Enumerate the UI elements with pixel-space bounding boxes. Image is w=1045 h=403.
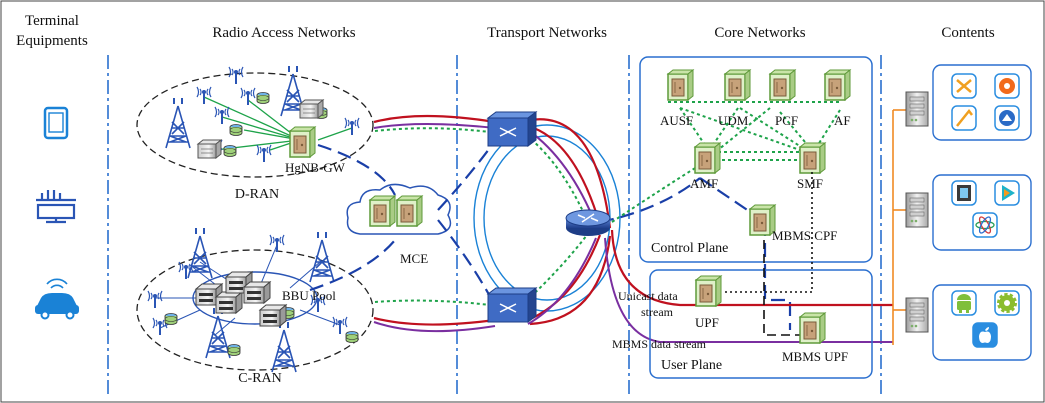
cabinet-icon: [197, 139, 222, 159]
udm-label: UDM: [718, 113, 749, 128]
control-signalling-dotted-links: [374, 101, 841, 306]
x-app-icon: [951, 73, 977, 99]
hgnb-gw-icon: [289, 126, 316, 158]
core-router-icon: [565, 209, 611, 237]
antenna-icon: [256, 144, 272, 163]
disk-icon: [256, 92, 270, 104]
column-terminal-line2: Equipments: [16, 33, 88, 49]
bbu-icon: [259, 304, 287, 327]
smf-label: SMF: [797, 176, 823, 191]
tower-icon: [309, 231, 335, 283]
smart-meter-icon: [36, 190, 76, 224]
amf-icon: [694, 142, 721, 174]
user-plane-box: [649, 269, 873, 379]
gear-app-icon: [994, 290, 1020, 316]
unicast-stream-label-line1: Unicast data: [618, 289, 678, 303]
antenna-icon: [228, 66, 244, 85]
disk-icon: [229, 124, 243, 136]
udm-icon: [724, 69, 751, 101]
c-ran-label: C-RAN: [238, 371, 282, 386]
bbu-icon: [243, 281, 271, 304]
mbms-upf-label: MBMS UPF: [782, 349, 848, 364]
column-ran: Radio Access Networks: [212, 25, 355, 41]
bbu-pool-label: BBU Pool: [282, 288, 336, 303]
content-server-icon: [905, 91, 929, 127]
tower-icon: [165, 97, 191, 149]
pcf-label: PCF: [775, 113, 798, 128]
transport-router-top-icon: [487, 111, 537, 147]
bbu-icon: [215, 291, 243, 314]
antenna-icon: [332, 316, 348, 335]
tablet-icon: [43, 106, 69, 140]
film-app-icon: [951, 180, 977, 206]
column-separators: [107, 55, 882, 395]
c-ran-cluster: BBU Pool C-RAN: [136, 227, 374, 386]
mbms-stream-label: MBMS data stream: [612, 337, 707, 351]
amf-label: AMF: [690, 176, 718, 191]
mce-cloud: MCE: [346, 183, 452, 266]
ausf-icon: [667, 69, 694, 101]
content-box-2: [932, 174, 1032, 251]
content-box-3: [932, 284, 1032, 361]
orange-app-icon: [994, 73, 1020, 99]
af-icon: [824, 69, 851, 101]
android-icon: [951, 290, 977, 316]
d-ran-ellipse: [136, 72, 374, 178]
control-plane-box: [639, 56, 873, 263]
column-core: Core Networks: [714, 25, 805, 41]
transport-router-bottom-icon: [487, 287, 537, 323]
pcf-icon: [769, 69, 796, 101]
af-label: AF: [834, 113, 851, 128]
antenna-icon: [240, 87, 256, 106]
control-plane-label: Control Plane: [651, 241, 728, 256]
mce-icon: [369, 195, 396, 227]
disk-icon: [227, 344, 241, 356]
content-server-icon: [905, 297, 929, 333]
atom-app-icon: [972, 212, 998, 238]
user-plane-dotted-links: [722, 172, 813, 336]
ausf-label: AUSF: [660, 113, 693, 128]
column-contents: Contents: [941, 25, 994, 41]
mce-icon: [396, 195, 423, 227]
mce-label: MCE: [400, 251, 428, 266]
hgnb-gw-label: HgNB-GW: [285, 160, 346, 175]
smf-icon: [799, 142, 826, 174]
antenna-icon: [214, 106, 230, 125]
unicast-stream-label-line2: stream: [641, 305, 674, 319]
c-ran-ellipse: [136, 249, 374, 371]
antenna-icon: [147, 290, 163, 309]
antenna-icon: [269, 234, 285, 253]
mbms-upf-icon: [799, 312, 826, 344]
d-ran-label: D-RAN: [235, 187, 279, 202]
cabinet-icon: [299, 99, 324, 119]
column-transport: Transport Networks: [487, 25, 607, 41]
user-plane-label: User Plane: [661, 358, 722, 373]
disk-icon: [345, 331, 359, 343]
cloud-app-icon: [994, 105, 1020, 131]
content-server-icon: [905, 192, 929, 228]
connected-car-icon: [35, 278, 79, 320]
mbms-control-dashed-links: [309, 143, 792, 330]
disk-icon: [164, 313, 178, 325]
column-terminal-line1: Terminal: [25, 13, 79, 29]
flag-app-icon: [951, 105, 977, 131]
video-app-icon: [994, 180, 1020, 206]
content-box-1: [932, 64, 1032, 141]
d-ran-cluster: HgNB-GW D-RAN: [136, 65, 374, 202]
upf-icon: [695, 275, 722, 307]
antenna-icon: [196, 86, 212, 105]
antenna-icon: [344, 117, 360, 136]
disk-icon: [223, 145, 237, 157]
d-ran-green-links: [203, 96, 353, 151]
apple-icon: [972, 322, 998, 348]
tower-icon: [271, 321, 297, 373]
mbms-cpf-label: MBMS CPF: [772, 228, 837, 243]
upf-label: UPF: [695, 315, 719, 330]
